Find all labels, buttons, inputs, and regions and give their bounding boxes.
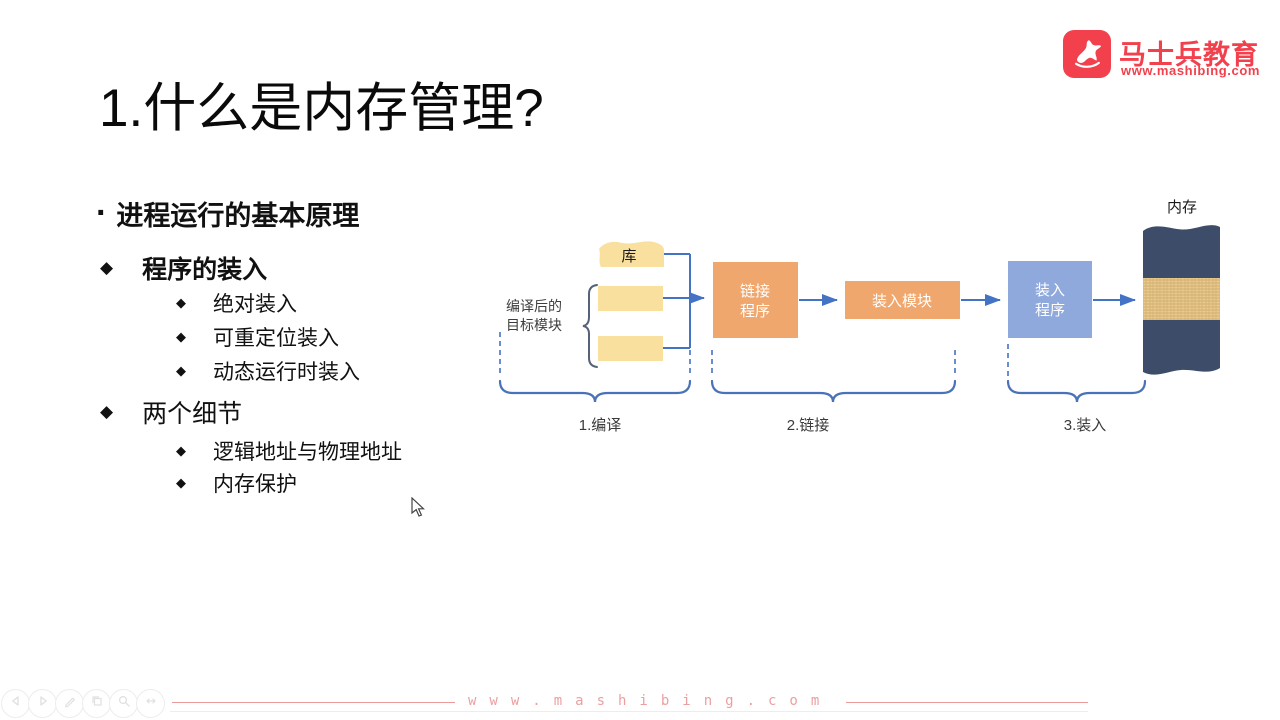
zoom-button[interactable] — [109, 689, 138, 718]
outline-item-label: 两个细节 — [142, 400, 243, 428]
memory-loaded-band — [1143, 278, 1220, 320]
stage2-label: 2.链接 — [787, 417, 830, 434]
loader-label-line2: 程序 — [1035, 302, 1065, 319]
more-icon — [144, 694, 158, 713]
brand-name: 马士兵教育 — [1119, 40, 1259, 70]
compiled-modules-label-line1: 编译后的 — [506, 298, 562, 314]
play-icon — [36, 694, 50, 713]
outline-heading-label: 进程运行的基本原理 — [116, 201, 360, 231]
copy-button[interactable] — [82, 689, 111, 718]
library-label: 库 — [621, 248, 636, 265]
outline-item-label: 程序的装入 — [142, 256, 268, 284]
loader-label-line1: 装入 — [1035, 282, 1065, 299]
brand-url: www.mashibing.com — [1121, 63, 1261, 78]
load-module-box — [845, 281, 960, 319]
outline-heading: · 进程运行的基本原理 — [96, 194, 359, 233]
stage2-brace — [710, 379, 957, 403]
outline-item-program-loading: ◆ 程序的装入 — [100, 250, 267, 286]
outline-item-label: 可重定位装入 — [213, 327, 339, 350]
outline-item-two-details: ◆ 两个细节 — [100, 394, 242, 430]
diamond-bullet-icon: ◆ — [100, 402, 114, 421]
page-title: 1.什么是内存管理? — [99, 79, 544, 138]
stage3-brace — [1006, 379, 1147, 403]
annotate-button[interactable] — [55, 689, 84, 718]
compile-link-load-diagram: 库 编译后的 目标模块 链接 程序 装入模块 装入 程序 内存 — [498, 199, 1220, 434]
more-button[interactable] — [136, 689, 165, 718]
diamond-bullet-icon: ◆ — [176, 443, 186, 458]
library-shape — [599, 241, 664, 267]
modules-brace — [582, 284, 598, 368]
object-module-1 — [598, 286, 663, 311]
watermark-line-right — [846, 702, 1088, 703]
memory-label: 内存 — [1167, 199, 1197, 216]
stage1-brace — [498, 379, 692, 403]
diamond-bullet-icon: ◆ — [176, 329, 186, 344]
outline-item-logical-physical-address: ◆ 逻辑地址与物理地址 — [176, 436, 402, 466]
load-module-label: 装入模块 — [872, 293, 932, 310]
footer-divider-shadow — [170, 711, 1088, 712]
linker-box — [713, 262, 798, 338]
watermark-text: www.mashibing.com — [468, 693, 833, 709]
horse-logo-icon — [1067, 32, 1107, 77]
diamond-bullet-icon: ◆ — [176, 295, 186, 310]
back-button[interactable] — [1, 689, 30, 718]
diamond-bullet-icon: ◆ — [100, 258, 114, 277]
outline-item-label: 逻辑地址与物理地址 — [213, 441, 402, 464]
outline-item-memory-protection: ◆ 内存保护 — [176, 468, 297, 498]
diamond-bullet-icon: ◆ — [176, 363, 186, 378]
connector-lines — [663, 253, 1136, 349]
copy-icon — [90, 694, 104, 713]
brand-logo — [1063, 30, 1111, 78]
stage1-label: 1.编译 — [579, 417, 622, 434]
watermark-line-left — [172, 702, 455, 703]
back-icon — [9, 694, 23, 713]
loader-box — [1008, 261, 1092, 338]
mouse-cursor — [411, 496, 426, 523]
dashed-guides — [499, 332, 1009, 377]
bullet-dot-icon: · — [96, 194, 108, 232]
outline-item-label: 内存保护 — [213, 473, 297, 496]
outline-item-dynamic-loading: ◆ 动态运行时装入 — [176, 356, 360, 386]
outline-item-relocatable-loading: ◆ 可重定位装入 — [176, 322, 339, 352]
outline-item-absolute-loading: ◆ 绝对装入 — [176, 288, 297, 318]
linker-label-line2: 程序 — [740, 303, 770, 320]
play-button[interactable] — [28, 689, 57, 718]
outline-item-label: 动态运行时装入 — [213, 361, 360, 384]
stage3-label: 3.装入 — [1064, 417, 1107, 434]
search-icon — [117, 694, 131, 713]
diamond-bullet-icon: ◆ — [176, 475, 186, 490]
compiled-modules-label-line2: 目标模块 — [506, 317, 562, 333]
pencil-icon — [63, 694, 77, 713]
outline-item-label: 绝对装入 — [213, 293, 297, 316]
linker-label-line1: 链接 — [740, 283, 770, 300]
object-module-2 — [598, 336, 663, 361]
